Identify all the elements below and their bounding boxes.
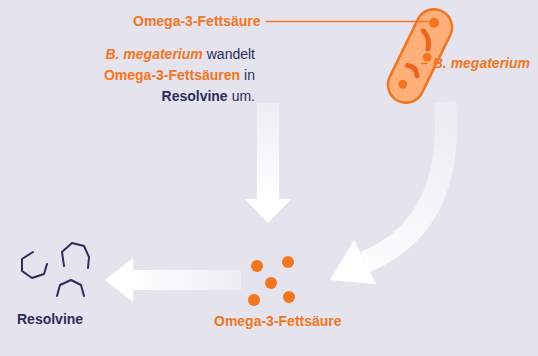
leader-line <box>266 21 429 23</box>
substance-label: Omega-3-Fettsäure <box>214 313 342 330</box>
fatty-acid-dots <box>248 256 295 306</box>
down-arrow <box>245 103 291 223</box>
leader-line <box>421 63 428 65</box>
text-run: B. megaterium <box>105 46 202 62</box>
left-arrow <box>105 258 241 302</box>
text-line: Resolvineum. <box>104 86 255 107</box>
product-label: Resolvine <box>17 311 83 328</box>
organism-label: B. megaterium <box>433 55 530 72</box>
text-line: Omega-3-Fettsäurenin <box>104 65 255 86</box>
text-run: Resolvine <box>162 88 228 104</box>
text-run: um. <box>232 88 255 104</box>
text-run: wandelt <box>207 46 255 62</box>
curved-arrow <box>330 102 446 284</box>
substance-label: Omega-3-Fettsäure <box>133 13 261 30</box>
resolvin-molecules <box>22 243 89 296</box>
text-line: B. megaterium wandelt <box>104 44 255 65</box>
description-text: B. megaterium wandeltOmega-3-Fettsäurenin… <box>104 44 255 107</box>
text-run: Omega-3-Fettsäuren <box>104 67 240 83</box>
text-run: in <box>244 67 255 83</box>
